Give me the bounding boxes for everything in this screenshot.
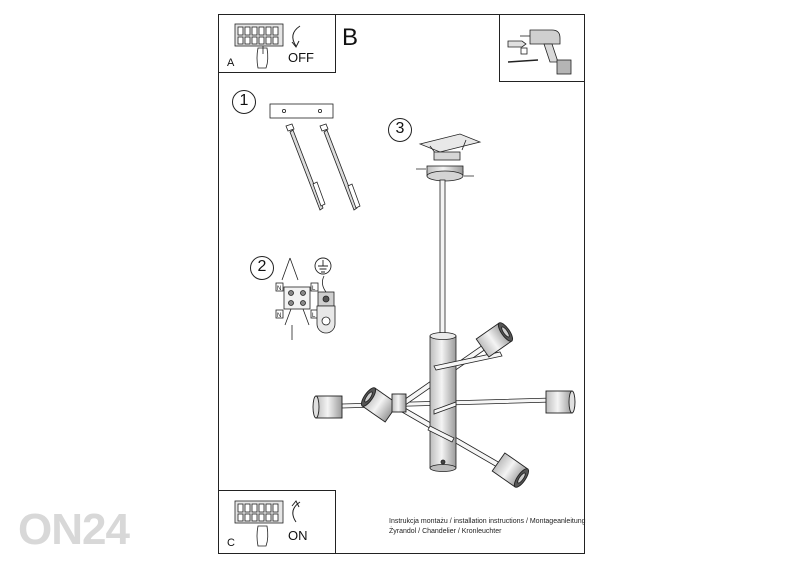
dowel-screw-right-icon	[319, 123, 361, 211]
caption-block: Instrukcja montażu / installation instru…	[389, 517, 586, 536]
step-1-badge: 1	[232, 90, 256, 114]
instruction-sheet	[218, 14, 585, 554]
step-2-number: 2	[257, 258, 267, 275]
lamp-head-back	[391, 393, 407, 413]
panel-a-letter: A	[227, 57, 235, 69]
ceiling-canopy-icon	[416, 133, 482, 182]
terminal-l-top: L	[312, 286, 316, 292]
arrow-up-icon	[291, 500, 301, 523]
chandelier-body	[427, 332, 503, 472]
dowel-screw-left-icon	[285, 123, 326, 211]
terminal-l-bottom: L	[312, 313, 316, 319]
arrow-down-icon	[291, 25, 301, 48]
wall-anchor-icon	[507, 40, 539, 63]
panel-c-letter: C	[227, 537, 235, 549]
lamp-head-front	[360, 387, 399, 423]
caption-line-1: Instrukcja montażu / installation instru…	[389, 518, 586, 525]
ground-lug-icon	[316, 275, 336, 334]
section-b-letter: B	[342, 24, 359, 51]
ground-symbol-icon	[314, 257, 332, 275]
breaker-off-icon	[234, 23, 284, 69]
step-1-number: 1	[239, 92, 249, 109]
terminal-n-bottom: N	[277, 313, 281, 319]
power-drill-icon	[520, 29, 572, 75]
lamp-head-upper	[475, 322, 514, 358]
watermark-logo: ON24	[18, 505, 130, 554]
step-3-badge: 3	[388, 118, 412, 142]
suspension-rod	[439, 179, 446, 339]
caption-line-2: Żyrandol / Chandelier / Kronleuchter	[389, 527, 502, 535]
lamp-head-lower	[491, 452, 530, 488]
lamp-head-left	[312, 395, 343, 419]
panel-c-action: ON	[288, 528, 308, 543]
terminal-n-top: N	[277, 286, 281, 292]
panel-a-action: OFF	[288, 50, 314, 65]
step-2-badge: 2	[250, 256, 274, 280]
breaker-on-icon	[234, 500, 284, 547]
terminal-block-icon	[275, 257, 319, 340]
lamp-head-right	[545, 390, 576, 414]
mounting-plate-icon	[269, 103, 334, 119]
step-3-number: 3	[395, 120, 405, 137]
